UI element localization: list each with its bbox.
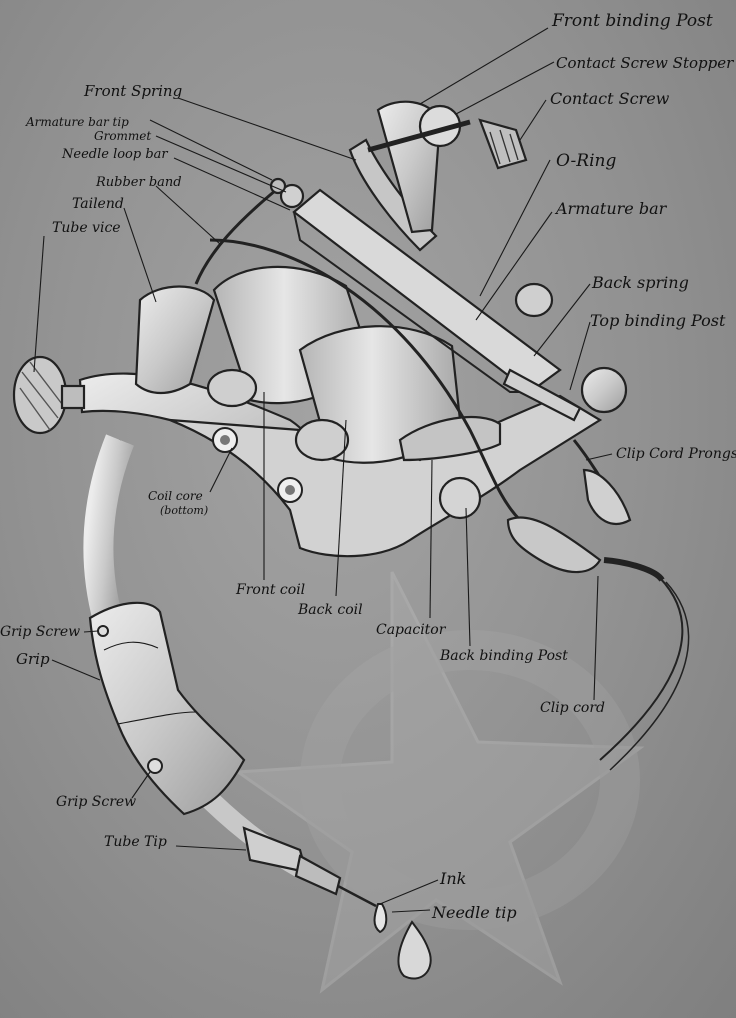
label-back-spring: Back spring — [591, 273, 689, 292]
label-coil-core-line1: Coil core — [148, 489, 203, 503]
label-coil-core-line2: (bottom) — [160, 504, 208, 517]
label-back-coil: Back coil — [297, 602, 363, 618]
ink-drop — [373, 903, 432, 980]
back-spring — [502, 368, 582, 422]
label-clip-cord-prongs: Clip Cord Prongs — [616, 446, 736, 462]
label-armature-bar: Armature bar — [554, 199, 668, 218]
label-grommet: Grommet — [94, 129, 151, 143]
contact-screw — [367, 118, 528, 170]
label-grip: Grip — [16, 650, 50, 668]
label-rubber-band: Rubber band — [95, 175, 182, 190]
label-o-ring: O-Ring — [556, 151, 616, 171]
label-back-binding-post: Back binding Post — [439, 648, 568, 664]
label-clip-cord: Clip cord — [540, 700, 605, 716]
grip-screw-upper-icon — [97, 625, 109, 637]
rubber-band — [194, 188, 522, 522]
star-watermark — [233, 571, 645, 994]
label-top-binding-post: Top binding Post — [590, 311, 726, 330]
grommet — [269, 177, 305, 209]
label-tube-vice: Tube vice — [52, 220, 121, 236]
label-grip-screw-lower: Grip Screw — [56, 794, 136, 810]
label-capacitor: Capacitor — [376, 622, 447, 638]
labels: Front binding Post Contact Screw Stopper… — [0, 11, 736, 922]
tube-tip — [242, 826, 377, 908]
label-armature-bar-tip: Armature bar tip — [25, 115, 129, 129]
label-tube-tip: Tube Tip — [104, 834, 167, 850]
label-front-spring: Front Spring — [83, 82, 182, 100]
top-binding-post — [514, 282, 628, 414]
label-contact-screw: Contact Screw — [550, 89, 670, 108]
grip — [88, 601, 246, 816]
label-needle-loop-bar: Needle loop bar — [61, 147, 168, 162]
leader-lines — [33, 27, 613, 913]
label-front-coil: Front coil — [235, 582, 305, 598]
tailend — [134, 285, 216, 395]
label-grip-screw-upper: Grip Screw — [0, 624, 80, 640]
tube-vice — [12, 355, 86, 435]
label-needle-tip: Needle tip — [431, 903, 517, 922]
back-binding-post — [438, 476, 482, 520]
label-front-binding-post: Front binding Post — [551, 11, 713, 31]
label-ink: Ink — [439, 869, 466, 888]
clip-cord — [506, 439, 690, 771]
label-tailend: Tailend — [72, 196, 124, 212]
label-contact-screw-stopper: Contact Screw Stopper — [556, 54, 734, 72]
capacitor — [398, 415, 502, 462]
grip-screw-lower-icon — [147, 758, 163, 774]
